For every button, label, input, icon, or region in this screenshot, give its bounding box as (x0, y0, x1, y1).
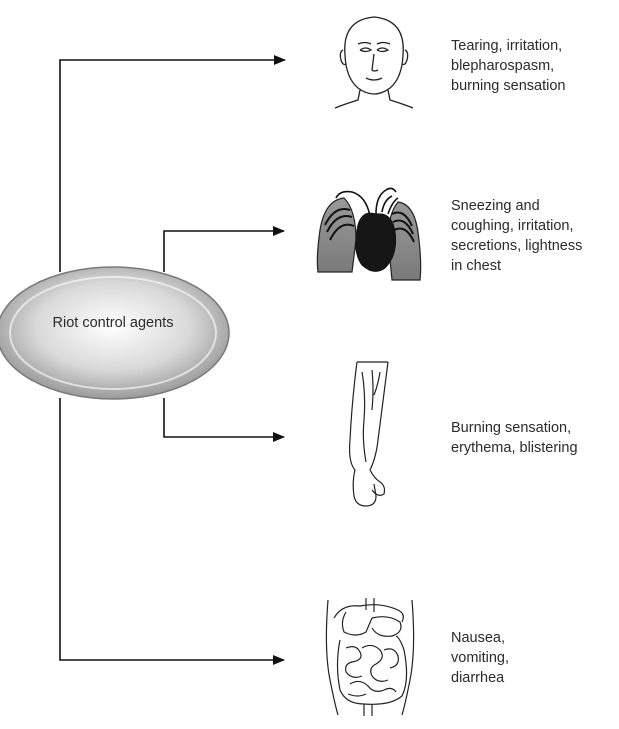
effect-line: vomiting, (451, 650, 510, 666)
connectors (59, 55, 286, 665)
effect-line: blepharospasm, (451, 58, 555, 74)
lungs-heart-icon (316, 187, 422, 281)
effect-text-skin: Burning sensation, erythema, blistering (451, 418, 578, 458)
effect-line: Tearing, irritation, (451, 38, 563, 54)
effect-line: burning sensation (451, 78, 566, 94)
effect-text-gastrointestinal: Nausea, vomiting, diarrhea (451, 628, 509, 688)
effect-text-respiratory: Sneezing and coughing, irritation, secre… (451, 196, 582, 276)
face-icon (334, 16, 414, 109)
effect-line: coughing, irritation, (451, 218, 574, 234)
intestines-icon (325, 598, 415, 716)
arrow-to-lungs (163, 226, 285, 272)
arrow-to-intestines (59, 398, 285, 665)
effect-line: Nausea, (451, 630, 506, 646)
effect-line: Sneezing and (451, 198, 540, 214)
effect-line: erythema, blistering (451, 440, 578, 456)
arrow-to-arm (163, 398, 285, 442)
riot-control-agents-label: Riot control agents (52, 315, 174, 331)
effect-line: Burning sensation, (451, 420, 572, 436)
effect-line: secretions, lightness (451, 238, 583, 254)
effect-line: diarrhea (451, 670, 505, 686)
effect-line: in chest (451, 258, 501, 274)
central-ellipse (0, 266, 230, 400)
arm-icon (348, 361, 389, 507)
effect-text-eyes: Tearing, irritation, blepharospasm, burn… (451, 36, 565, 96)
arrow-to-face (59, 55, 286, 272)
